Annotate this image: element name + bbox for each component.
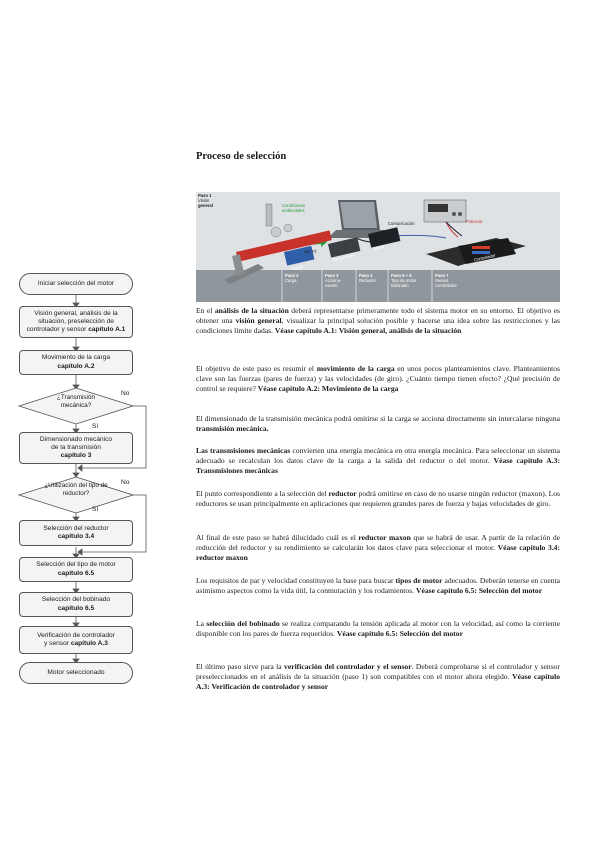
step5-6-label: Paso 5 + 6 Tipo de motor Bobinado	[391, 273, 417, 288]
decision2-no-label: No	[121, 479, 130, 486]
paragraph-controller: El último paso sirve para la verificació…	[196, 662, 560, 692]
motor-block	[367, 227, 401, 248]
flow-box-winding: Selección del bobinado capítulo 6.5	[19, 592, 133, 617]
decision1-no-label: No	[121, 390, 130, 397]
paragraph-winding: La selección del bobinado se realiza com…	[196, 619, 560, 639]
step3-label: Paso 3 Acciona- miento	[325, 273, 342, 288]
load-block	[284, 245, 315, 266]
step-band	[196, 270, 560, 302]
paragraph-reductor-maxon: Al final de este paso se habrá dilucidad…	[196, 533, 560, 563]
flow-box-situation: Visión general, análisis de la situación…	[19, 306, 133, 338]
conditions-label: Condiciones ambientales	[282, 203, 306, 213]
flow-end: Motor seleccionado	[19, 662, 133, 684]
decision-reductor-text: ¿Utilización del tipo de reductor?	[44, 482, 108, 497]
flowchart-connectors	[17, 294, 147, 664]
paragraph-situation: En el análisis de la situación deberá re…	[196, 306, 561, 336]
spindle-icon	[236, 230, 332, 262]
paragraph-reductor-omit: El punto correspondiente a la selección …	[196, 489, 560, 509]
flow-box-load-motion: Movimiento de la carga capítulo A.2	[19, 350, 133, 375]
anemometer-icon	[270, 226, 282, 238]
selection-process-illustration: Paso 1 Visión general Condiciones ambien…	[196, 192, 560, 302]
paragraph-transmissions: Las transmisiones mecánicas convierten u…	[196, 446, 560, 476]
power-label: Potencia	[466, 219, 483, 224]
flow-box-controller-verification: Verificación de controlador y sensor cap…	[19, 626, 133, 654]
communication-label: Comunicación	[388, 221, 415, 226]
flow-box-reductor: Selección del reductor capítulo 3.4	[19, 520, 133, 546]
step4-label: Paso 4 Reductor	[359, 273, 376, 283]
paragraph-load-motion: El objetivo de este paso es resumir el m…	[196, 364, 561, 394]
flow-box-motor-type: Selección del tipo de motor capítulo 6.5	[19, 557, 133, 582]
decision-diamond-reductor	[17, 476, 135, 514]
paragraph-transmission-omit: El dimensionado de la transmisión mecáni…	[196, 414, 560, 434]
decision1-si-label: Sí	[92, 423, 99, 430]
page-title: Proceso de selección	[196, 151, 287, 162]
illustration-drawing	[196, 199, 560, 302]
transmission-block	[327, 237, 361, 258]
paragraph-motor-type: Los requisitos de par y velocidad consti…	[196, 576, 561, 596]
decision-transmission-text: ¿Transmisión mecánica?	[57, 394, 95, 409]
speed-force-label: vel, F/t	[304, 249, 317, 254]
step7-label: Paso 7 Sensor Controlador	[435, 273, 457, 288]
step1-label: Paso 1 Visión general	[198, 193, 213, 208]
thermometer-icon	[265, 203, 273, 227]
flow-box-transmission-dimensioning: Dimensionado mecánico de la transmisión …	[19, 432, 133, 464]
flow-start: Iniciar selección del motor	[19, 273, 133, 295]
step2-label: Paso 2 Carga	[285, 273, 299, 283]
decision2-si-label: Sí	[92, 506, 99, 513]
decision-diamond-transmission	[17, 387, 135, 425]
